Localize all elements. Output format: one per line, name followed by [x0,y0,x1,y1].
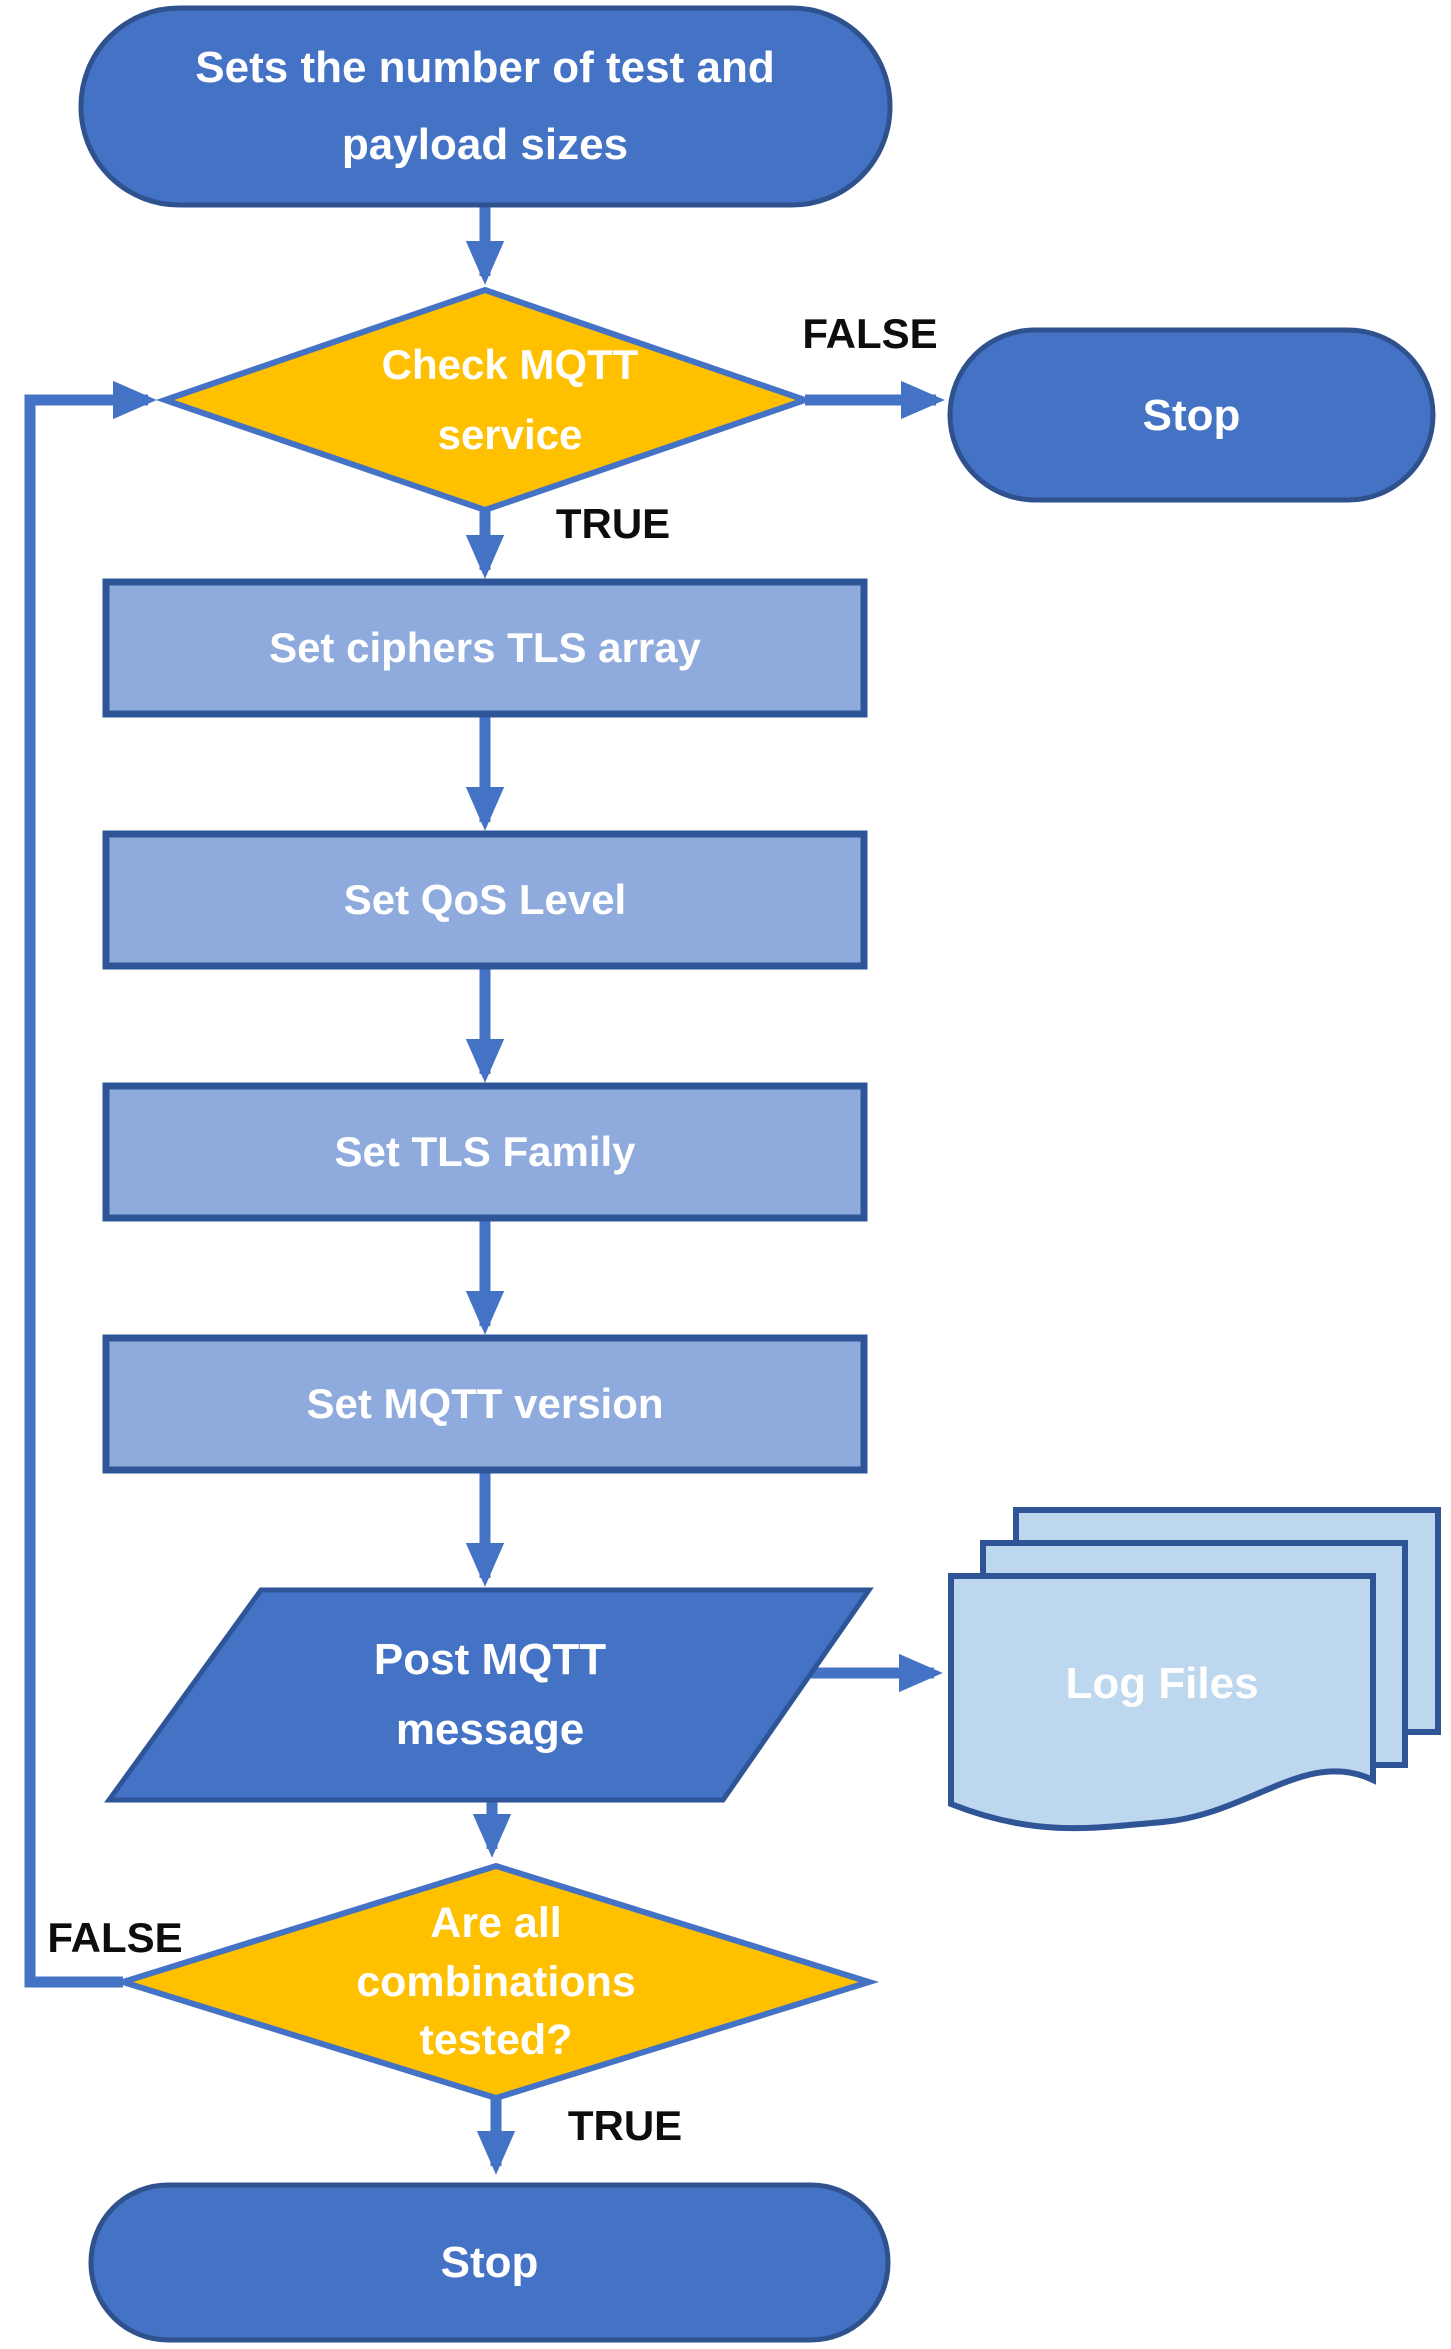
combinations-true-edge-label: TRUE [567,2102,683,2149]
check-false-edge-label: FALSE [802,310,938,357]
log-files-label: Log Files [1065,1658,1259,1708]
combinations-decision-shape [112,1862,880,2102]
post-mqtt-label: Post MQTT message [373,1634,607,1754]
stop-top-label: Stop [1142,390,1241,440]
set-ciphers-process-shape [102,578,868,718]
log-files-document-front [948,1573,1376,1832]
post-mqtt-parallelogram-shape [104,1587,874,1803]
combinations-false-edge-label: FALSE [47,1914,183,1961]
check-true-edge-label: TRUE [555,500,671,547]
combinations-label: Are all combinations tested? [356,1899,636,2065]
start-label: Sets the number of test and payload size… [195,43,775,169]
stop-top-terminator-shape [947,327,1436,503]
check-mqtt-label: Check MQTT service [381,340,639,458]
stop-bottom-terminator-shape [88,2182,891,2343]
set-ciphers-label: Set ciphers TLS array [269,624,701,671]
set-tls-family-label: Set TLS Family [334,1128,636,1175]
start-terminator-shape [78,5,893,208]
set-tls-family-process-shape [102,1082,868,1222]
stop-bottom-label: Stop [440,2238,539,2287]
set-mqtt-version-process-shape [102,1334,868,1474]
edge-combinations-false-loop [24,380,157,1988]
set-mqtt-version-label: Set MQTT version [306,1380,664,1427]
set-qos-label: Set QoS Level [343,876,627,923]
set-qos-process-shape [102,830,868,970]
check-mqtt-decision-shape [155,286,815,514]
